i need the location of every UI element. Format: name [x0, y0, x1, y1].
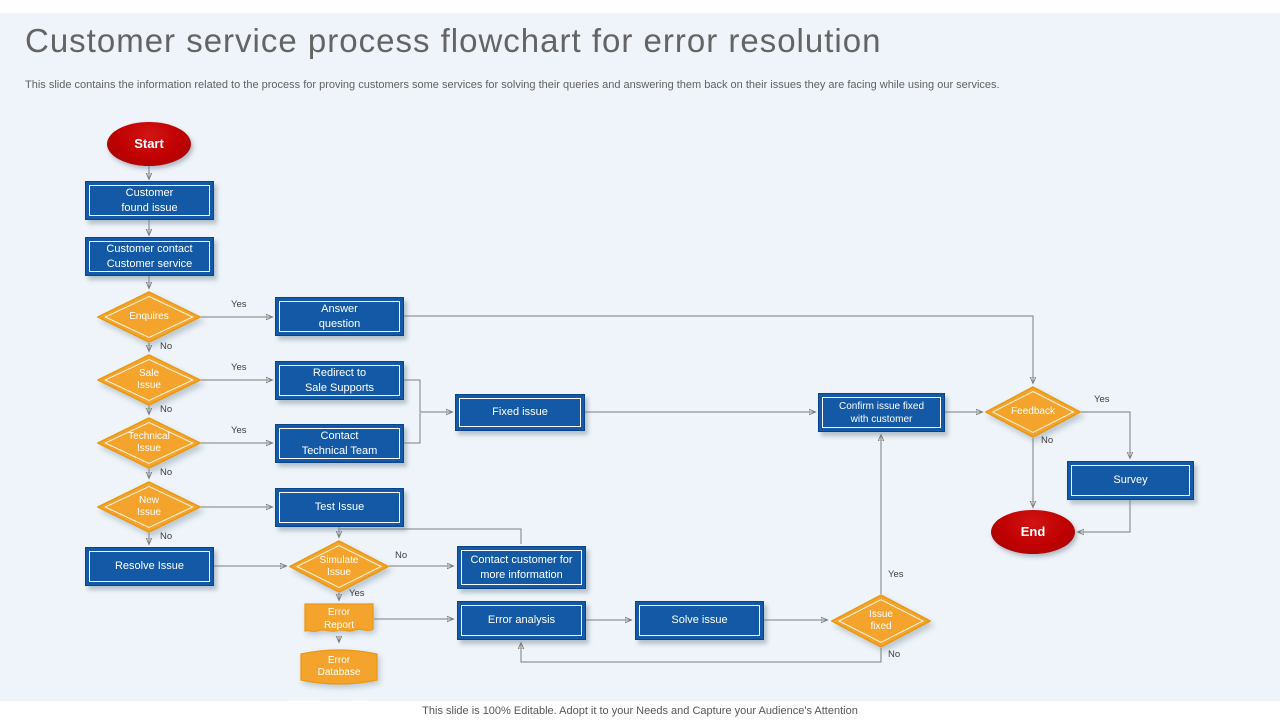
- node-error-analysis: Error analysis: [457, 601, 586, 640]
- node-sale-issue-decision: Sale Issue: [97, 354, 201, 406]
- node-label: Error analysis: [487, 614, 556, 627]
- edge-label-enquires-yes: Yes: [231, 299, 247, 310]
- node-label: Enquires: [129, 311, 169, 322]
- edge-label-enquires-no: No: [160, 341, 173, 352]
- node-label: Simulate Issue: [319, 554, 359, 578]
- node-label: Feedback: [1011, 406, 1055, 417]
- node-label: Sale Issue: [137, 368, 161, 391]
- node-label: End: [1020, 523, 1046, 539]
- node-confirm-issue-fixed: Confirm issue fixed with customer: [818, 393, 945, 432]
- node-label: Customer found issue: [121, 187, 178, 214]
- page-title: Customer service process flowchart for e…: [25, 22, 882, 59]
- diamond-shape: [97, 354, 201, 406]
- node-end: End: [991, 510, 1075, 554]
- node-customer-found-issue: Customer found issue: [85, 181, 214, 220]
- footer-note: This slide is 100% Editable. Adopt it to…: [422, 705, 858, 717]
- node-issue-fixed-decision: Issue fixed: [831, 594, 931, 648]
- node-error-database: Error Database: [299, 645, 379, 689]
- node-label: Contact customer for more information: [470, 554, 573, 581]
- node-technical-issue-decision: Technical Issue: [97, 417, 201, 469]
- edge-label-technical-yes: Yes: [231, 425, 247, 436]
- edge-label-new-no: No: [160, 531, 173, 542]
- node-resolve-issue: Resolve Issue: [85, 547, 214, 586]
- edge-label-issue-fixed-yes: Yes: [888, 569, 904, 580]
- node-answer-question: Answer question: [275, 297, 404, 336]
- node-label: Issue fixed: [869, 609, 893, 632]
- stored-data-shape: [300, 649, 378, 685]
- edge-label-sale-yes: Yes: [231, 362, 247, 373]
- node-label: Start: [134, 135, 164, 151]
- node-label: Contact Technical Team: [301, 430, 378, 457]
- diamond-shape: [97, 417, 201, 469]
- edge-label-technical-no: No: [160, 467, 173, 478]
- node-enquires-decision: Enquires: [97, 291, 201, 343]
- node-fixed-issue: Fixed issue: [455, 394, 585, 431]
- node-solve-issue: Solve issue: [635, 601, 764, 640]
- document-shape: [304, 603, 374, 633]
- edge-label-sale-no: No: [160, 404, 173, 415]
- edge-label-simulate-no: No: [395, 550, 408, 561]
- node-simulate-issue-decision: Simulate Issue: [289, 540, 389, 593]
- node-label: Error Report: [323, 607, 354, 631]
- node-customer-contact-customer-service: Customer contact Customer service: [85, 237, 214, 276]
- node-label: Redirect to Sale Supports: [304, 367, 375, 394]
- node-error-report: Error Report: [304, 603, 374, 636]
- node-label: Customer contact Customer service: [106, 243, 193, 270]
- node-contact-customer-more-info: Contact customer for more information: [457, 546, 586, 589]
- node-test-issue: Test Issue: [275, 488, 404, 527]
- node-feedback-decision: Feedback: [985, 386, 1081, 438]
- node-label: Survey: [1113, 474, 1148, 487]
- diamond-shape: [831, 594, 931, 648]
- diamond-shape: [985, 386, 1081, 438]
- diamond-shape: [97, 481, 201, 533]
- node-label: Answer question: [318, 303, 361, 330]
- node-label: Test Issue: [314, 501, 365, 514]
- node-survey: Survey: [1067, 461, 1194, 500]
- node-label: Error Database: [317, 654, 361, 679]
- edge-label-simulate-yes: Yes: [349, 588, 365, 599]
- diamond-shape: [289, 540, 389, 593]
- node-label: Resolve Issue: [114, 560, 185, 573]
- node-contact-technical-team: Contact Technical Team: [275, 424, 404, 463]
- edge-label-feedback-no: No: [1041, 435, 1054, 446]
- node-new-issue-decision: New Issue: [97, 481, 201, 533]
- edge-label-feedback-yes: Yes: [1094, 394, 1110, 405]
- node-start: Start: [107, 122, 191, 166]
- node-label: New Issue: [137, 495, 161, 518]
- node-redirect-to-sale-supports: Redirect to Sale Supports: [275, 361, 404, 400]
- diamond-shape: [97, 291, 201, 343]
- node-label: Fixed issue: [492, 406, 548, 419]
- edge-label-issue-fixed-no: No: [888, 649, 901, 660]
- node-label: Technical Issue: [128, 431, 170, 454]
- node-label: Solve issue: [671, 614, 728, 627]
- slide-description: This slide contains the information rela…: [25, 79, 1000, 91]
- node-label: Confirm issue fixed with customer: [838, 400, 925, 425]
